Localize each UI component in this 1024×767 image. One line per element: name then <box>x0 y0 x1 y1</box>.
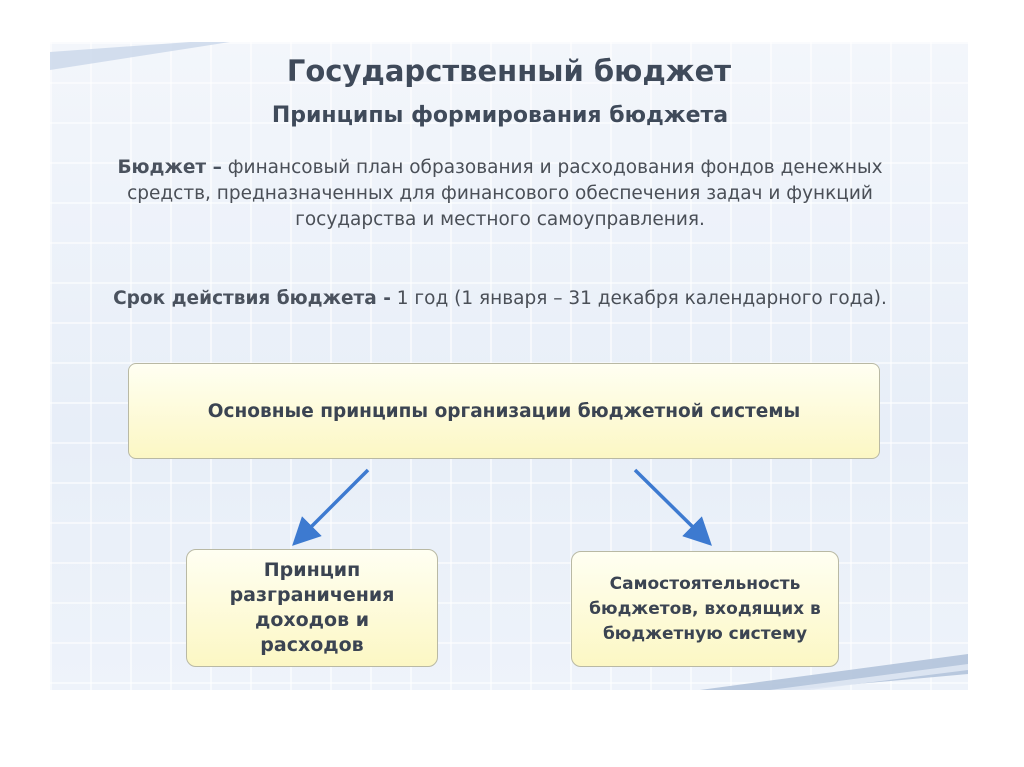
budget-period: Срок действия бюджета - 1 год (1 января … <box>110 285 890 313</box>
decor-pen-highlight <box>770 664 968 690</box>
page-subtitle: Принципы формирования бюджета <box>271 103 729 128</box>
budget-definition: Бюджет – финансовый план образования и р… <box>110 155 890 233</box>
arrow-right <box>633 468 712 546</box>
slide-decoration <box>50 42 968 690</box>
principle-separation-box: Принцип разграничения доходов и расходов <box>186 549 438 667</box>
definition-term: Бюджет – <box>117 157 222 178</box>
slide: Государственный бюджет Принципы формиров… <box>50 42 968 690</box>
main-principles-label: Основные принципы организации бюджетной … <box>207 400 801 422</box>
period-term: Срок действия бюджета - <box>113 288 391 309</box>
period-text: 1 год (1 января – 31 декабря календарног… <box>396 288 887 309</box>
principle-separation-label: Принцип разграничения доходов и расходов <box>229 559 395 656</box>
page-title: Государственный бюджет <box>286 54 732 88</box>
decor-pen-bottom <box>700 654 968 690</box>
main-principles-box: Основные принципы организации бюджетной … <box>128 363 880 459</box>
principle-independence-label: Самостоятельность бюджетов, входящих в б… <box>589 573 821 644</box>
definition-text: финансовый план образования и расходован… <box>127 157 883 230</box>
principle-independence-box: Самостоятельность бюджетов, входящих в б… <box>571 551 839 667</box>
arrow-left <box>292 468 370 546</box>
decor-streak-top <box>50 42 230 70</box>
